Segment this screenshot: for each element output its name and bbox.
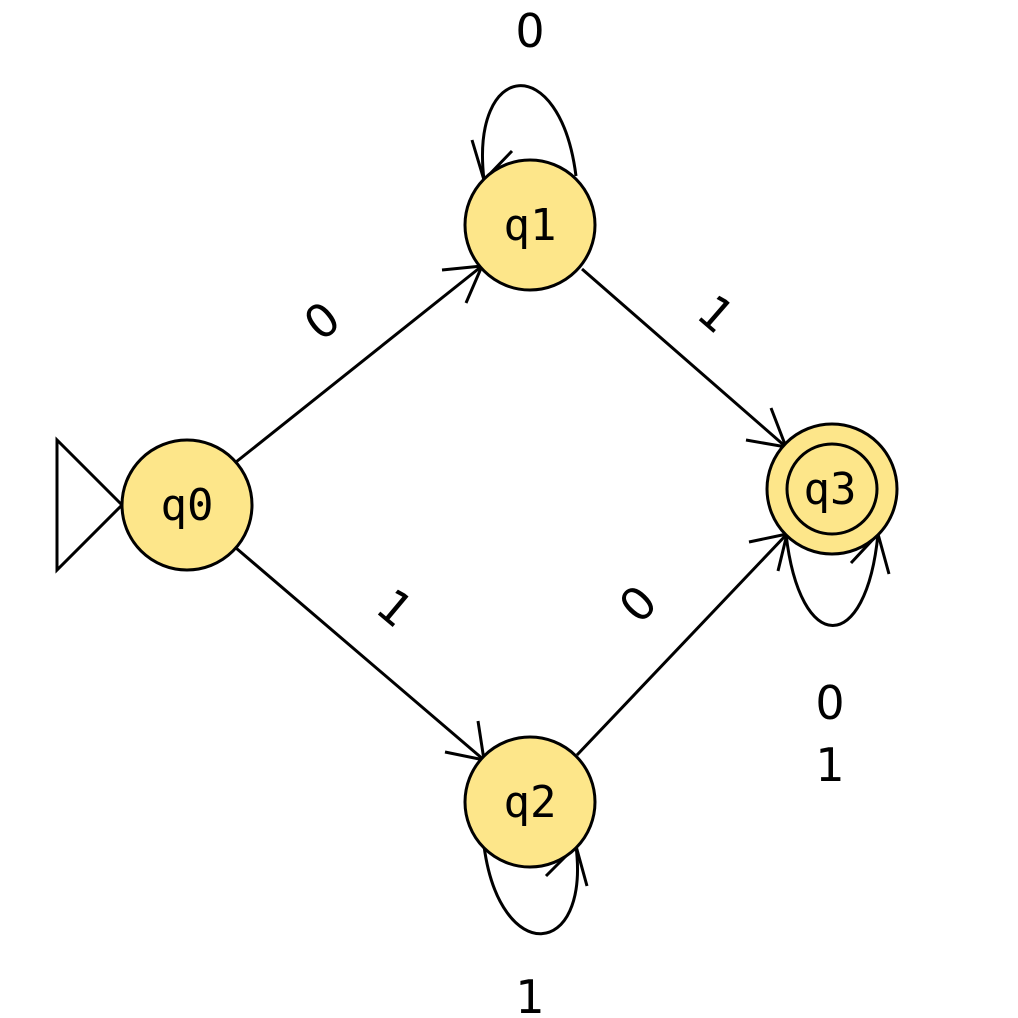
edge-label-q2-q3: 0 — [608, 575, 667, 634]
state-label: q0 — [161, 480, 214, 531]
loop-label-q3-line1: 0 — [815, 676, 844, 730]
edge-q0-q1 — [235, 264, 485, 464]
edge-label-q0-q1: 0 — [294, 291, 351, 351]
state-label: q1 — [504, 200, 557, 251]
loop-label-q3-line2: 1 — [815, 738, 844, 792]
state-label: q2 — [504, 777, 557, 828]
state-q0: q0 — [120, 438, 254, 572]
state-q1: q1 — [463, 158, 597, 292]
loop-label-q1: 0 — [515, 4, 544, 58]
state-label: q3 — [804, 464, 857, 515]
edge-label-q1-q3: 1 — [687, 284, 745, 344]
loop-label-q2: 1 — [515, 970, 544, 1018]
accept-ring — [785, 442, 879, 536]
state-q2: q2 — [463, 735, 597, 869]
edge-q1-q3 — [581, 267, 789, 449]
edge-q0-q2 — [235, 546, 486, 762]
state-q3: q3 — [765, 422, 899, 556]
start-state-marker — [55, 436, 125, 574]
edge-q2-q3 — [575, 532, 790, 757]
edge-label-q0-q2: 1 — [366, 578, 423, 638]
